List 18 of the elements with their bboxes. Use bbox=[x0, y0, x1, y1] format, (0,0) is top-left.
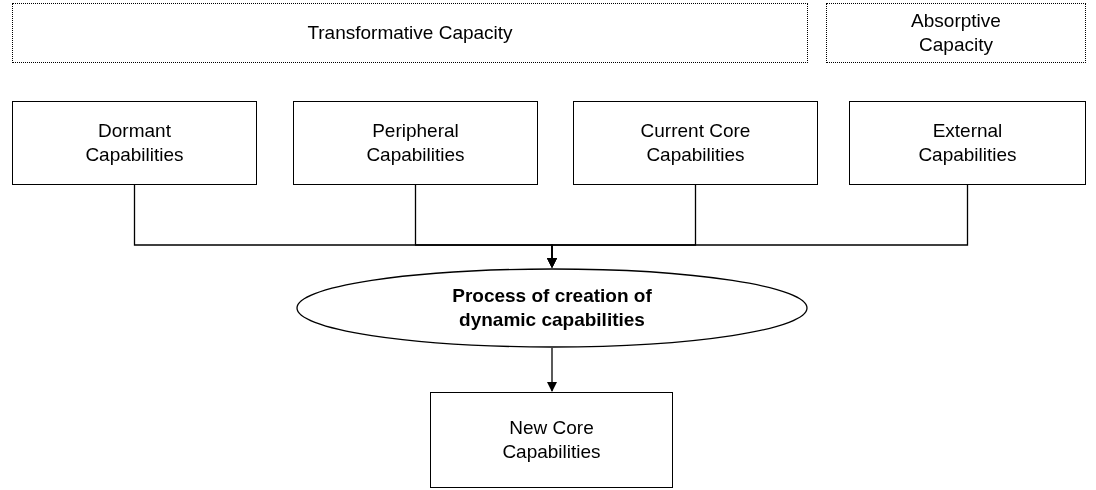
node-label: Transformative Capacity bbox=[307, 21, 513, 45]
node-label: New Core Capabilities bbox=[501, 416, 602, 464]
node-label: Absorptive Capacity bbox=[910, 9, 1002, 57]
capability-box bbox=[849, 101, 1086, 185]
connector-arrow bbox=[547, 347, 557, 392]
capability-box bbox=[430, 392, 673, 488]
process-ellipse bbox=[296, 268, 808, 348]
node-label: External Capabilities bbox=[917, 119, 1018, 167]
capacity-group-box bbox=[12, 3, 808, 63]
capability-box bbox=[12, 101, 257, 185]
capacity-group-box bbox=[826, 3, 1086, 63]
connector-arrow bbox=[547, 184, 969, 268]
node-label: Process of creation of dynamic capabilities bbox=[451, 284, 653, 332]
node-label: Peripheral Capabilities bbox=[365, 119, 466, 167]
capability-box bbox=[573, 101, 818, 185]
capability-box bbox=[293, 101, 538, 185]
node-label: Current Core Capabilities bbox=[639, 119, 752, 167]
node-label: Dormant Capabilities bbox=[84, 119, 185, 167]
